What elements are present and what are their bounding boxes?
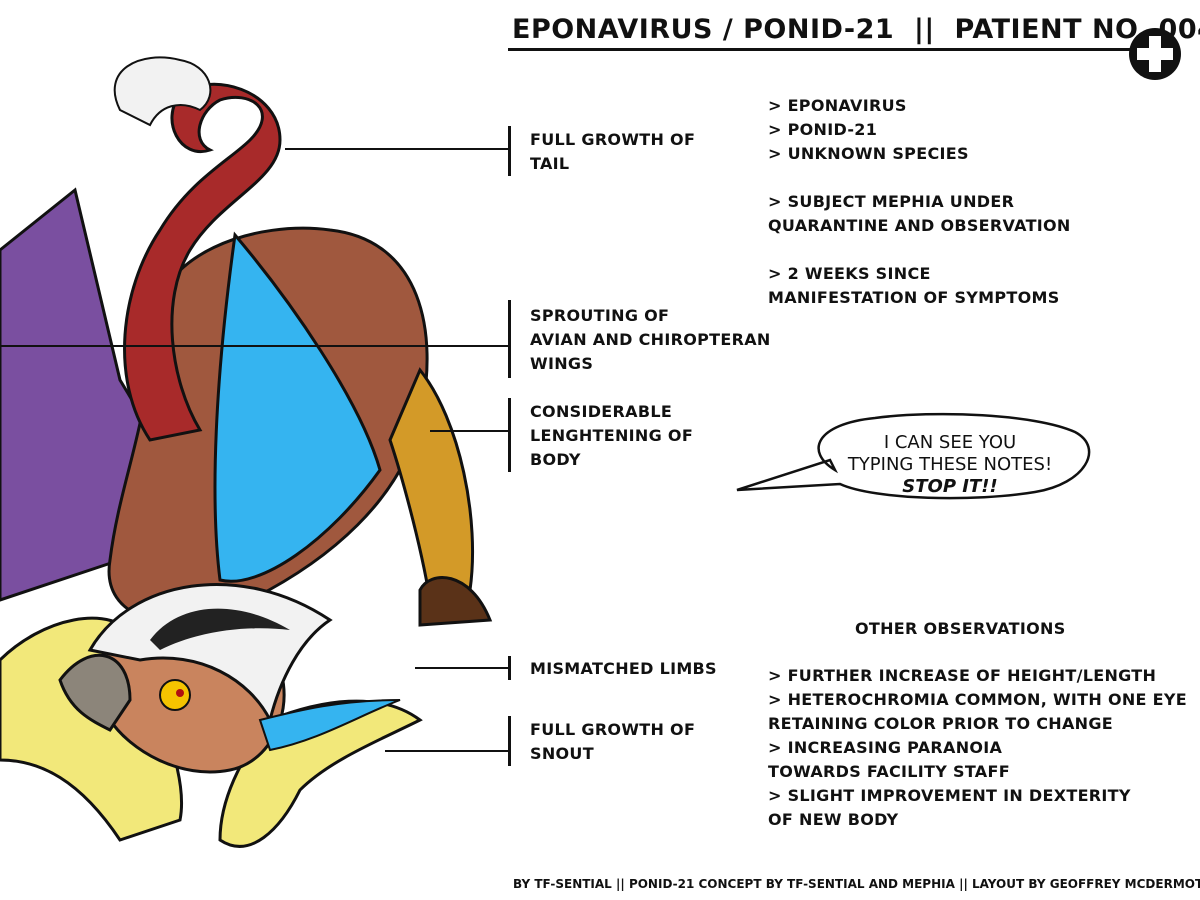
snout-bracket [508,716,511,766]
observations-heading: OTHER OBSERVATIONS [855,619,1066,638]
mane-blue-streak [258,699,401,752]
mane-streak [150,608,290,650]
label-line: BODY [530,450,581,469]
note-line: > EPONAVIRUS [768,96,907,115]
speech-line: I CAN SEE YOU [883,432,1017,453]
limbs-leader-line [415,667,510,669]
label-line: CONSIDERABLE [530,402,673,421]
label-body: CONSIDERABLE LENGHTENING OF BODY [530,400,693,472]
limbs-bracket [508,656,511,680]
snout-leader-line [385,750,510,752]
label-line: AVIAN AND CHIROPTERAN [530,330,771,349]
page-title: EPONAVIRUS / PONID-21 || PATIENT NO. 004… [512,14,1200,45]
label-snout: FULL GROWTH OF SNOUT [530,718,695,766]
tail-tuft [113,56,212,127]
wings-leader-line [0,345,510,347]
body-leader-line [430,430,510,432]
body-bracket [508,398,511,472]
observation-line: > SLIGHT IMPROVEMENT IN DEXTERITY [768,786,1131,805]
bird-wing [213,231,382,583]
observation-line: > INCREASING PARANOIA [768,738,1003,757]
tail-bracket [508,126,511,176]
horn [58,653,132,732]
label-limbs: MISMATCHED LIMBS [530,657,717,681]
note-line [768,166,1071,190]
speech-line-emphasis: STOP IT!! [902,476,998,497]
observation-line: TOWARDS FACILITY STAFF [768,762,1010,781]
note-line: > UNKNOWN SPECIES [768,144,969,163]
medical-cross-icon [1129,28,1181,80]
title-underline [508,48,1133,51]
label-line: SPROUTING OF [530,306,670,325]
note-line: > PONID-21 [768,120,878,139]
eye-pupil [176,689,184,697]
observation-line: > HETEROCHROMIA COMMON, WITH ONE EYE [768,690,1187,709]
label-line: TAIL [530,154,570,173]
label-line: LENGHTENING OF [530,426,694,445]
note-line: > 2 WEEKS SINCE [768,264,931,283]
label-line: FULL GROWTH OF [530,130,696,149]
mane [87,583,333,725]
observation-line: OF NEW BODY [768,810,899,829]
tail-leader-line [285,148,510,150]
speech-bubble-text: I CAN SEE YOU TYPING THESE NOTES! STOP I… [815,432,1085,498]
creature-illustration [0,56,493,848]
eye-yellow [159,679,191,711]
label-line: MISMATCHED LIMBS [530,659,717,678]
wings-bracket [508,300,511,378]
speech-line: TYPING THESE NOTES! [847,454,1053,475]
label-tail: FULL GROWTH OF TAIL [530,128,695,176]
label-line: FULL GROWTH OF [530,720,696,739]
observations-list: > FURTHER INCREASE OF HEIGHT/LENGTH > HE… [768,664,1187,832]
note-line: > SUBJECT MEPHIA UNDER [768,192,1015,211]
tail [123,82,282,442]
note-line: MANIFESTATION OF SYMPTOMS [768,288,1060,307]
observation-line: > FURTHER INCREASE OF HEIGHT/LENGTH [768,666,1157,685]
label-wings: SPROUTING OF AVIAN AND CHIROPTERAN WINGS [530,304,771,376]
note-line [768,238,1071,262]
hooves [418,576,493,627]
patient-notes: > EPONAVIRUS > PONID-21 > UNKNOWN SPECIE… [768,94,1071,310]
note-line: QUARANTINE AND OBSERVATION [768,216,1071,235]
speech-bubble [736,412,1091,500]
label-line: SNOUT [530,744,594,763]
label-line: WINGS [530,354,594,373]
observation-line: RETAINING COLOR PRIOR TO CHANGE [768,714,1114,733]
credits: BY TF-SENTIAL || PONID-21 CONCEPT BY TF-… [513,877,1200,891]
